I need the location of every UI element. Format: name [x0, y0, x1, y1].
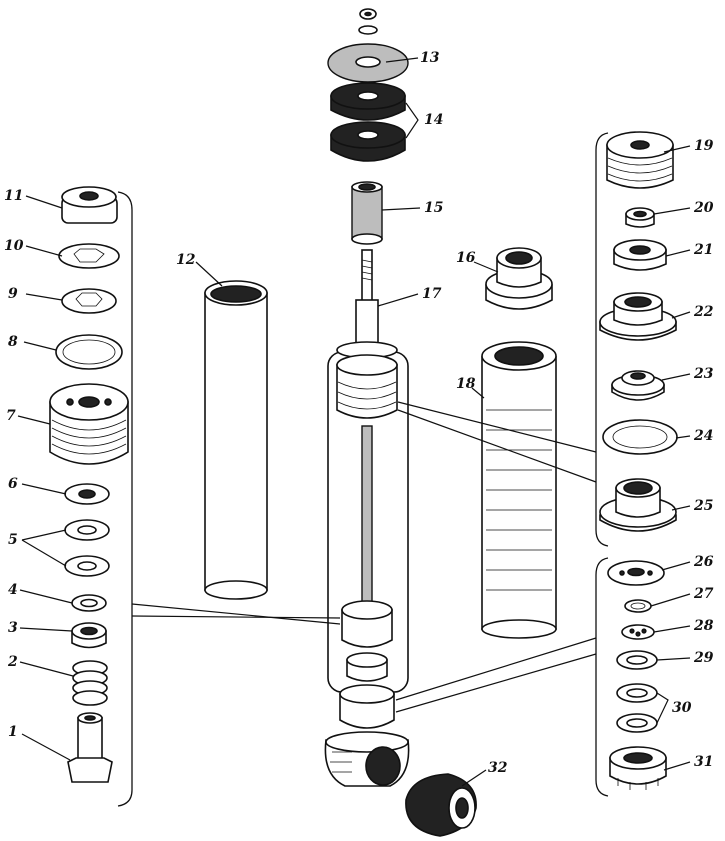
part-26-plate	[607, 560, 665, 586]
part-13-washer	[327, 43, 409, 83]
part-22-seal-holder	[599, 292, 677, 341]
label-31: 31	[694, 754, 713, 770]
label-11: 11	[4, 188, 23, 204]
label-13: 13	[420, 50, 440, 66]
part-15-sleeve	[351, 181, 383, 245]
part-16-bump-stop	[485, 247, 553, 310]
label-27: 27	[693, 586, 714, 602]
label-9: 9	[8, 286, 18, 302]
part-7-valve-body	[49, 383, 129, 465]
label-14: 14	[424, 112, 443, 128]
label-20: 20	[693, 200, 714, 216]
part-28-disc	[621, 624, 655, 640]
part-2-spring	[72, 660, 108, 706]
part-31-valve-seat	[609, 746, 667, 790]
label-21: 21	[693, 242, 713, 258]
label-18: 18	[456, 376, 476, 392]
part-14-rubber-bushings	[330, 82, 406, 162]
label-8: 8	[8, 334, 18, 350]
part-29-washer	[616, 650, 658, 670]
label-28: 28	[693, 618, 714, 634]
part-8-ring	[55, 334, 123, 370]
label-25: 25	[693, 498, 713, 514]
label-3: 3	[8, 620, 18, 636]
label-24: 24	[693, 428, 713, 444]
part-30-washers	[616, 683, 658, 733]
part-32-bushing	[405, 773, 477, 837]
part-10-plate	[58, 243, 120, 269]
label-32: 32	[488, 760, 508, 776]
left-bracket	[117, 191, 133, 807]
part-6-washer	[64, 483, 110, 505]
part-24-ring	[602, 419, 678, 455]
label-6: 6	[8, 476, 18, 492]
label-16: 16	[456, 250, 476, 266]
leader-lines	[17, 57, 691, 787]
connector-right-lower-b	[395, 653, 597, 713]
label-5: 5	[8, 532, 18, 548]
part-19-guide	[606, 131, 674, 189]
part-5-washers	[64, 519, 110, 577]
part-top-nut	[358, 8, 378, 35]
label-23: 23	[693, 366, 714, 382]
label-30: 30	[672, 700, 692, 716]
part-25-housing	[599, 478, 677, 532]
label-26: 26	[693, 554, 714, 570]
part-17-damper-assembly	[324, 249, 410, 787]
connector-right-lower-a	[395, 637, 597, 701]
part-12-outer-tube	[204, 280, 268, 600]
label-4: 4	[8, 582, 18, 598]
label-10: 10	[4, 238, 24, 254]
part-9-plate	[61, 288, 117, 314]
label-15: 15	[424, 200, 443, 216]
part-4-ring	[71, 594, 107, 612]
label-17: 17	[422, 286, 442, 302]
part-23-seal	[611, 370, 665, 401]
right-bracket-lower	[595, 557, 609, 797]
connector-left-top	[131, 603, 341, 625]
part-21-bushing	[613, 239, 667, 271]
part-1-fitting	[67, 712, 113, 783]
label-7: 7	[6, 408, 16, 424]
label-1: 1	[8, 724, 18, 740]
label-29: 29	[693, 650, 714, 666]
part-11-cap	[61, 186, 118, 224]
connector-left-bottom	[131, 615, 341, 619]
part-20-bushing	[625, 207, 655, 228]
label-22: 22	[693, 304, 714, 320]
right-bracket-upper	[595, 132, 609, 547]
part-18-dust-cover	[481, 341, 557, 639]
part-labels: 1 2 3 4 5 6 7 8 9 10 11 12 13 14 15 16 1…	[4, 50, 714, 776]
part-3-cup	[71, 622, 107, 649]
label-2: 2	[7, 654, 18, 670]
label-12: 12	[176, 252, 196, 268]
label-19: 19	[694, 138, 714, 154]
part-27-spring	[624, 599, 652, 613]
connector-right-upper-b	[397, 409, 597, 483]
connector-right-upper-a	[397, 401, 597, 453]
